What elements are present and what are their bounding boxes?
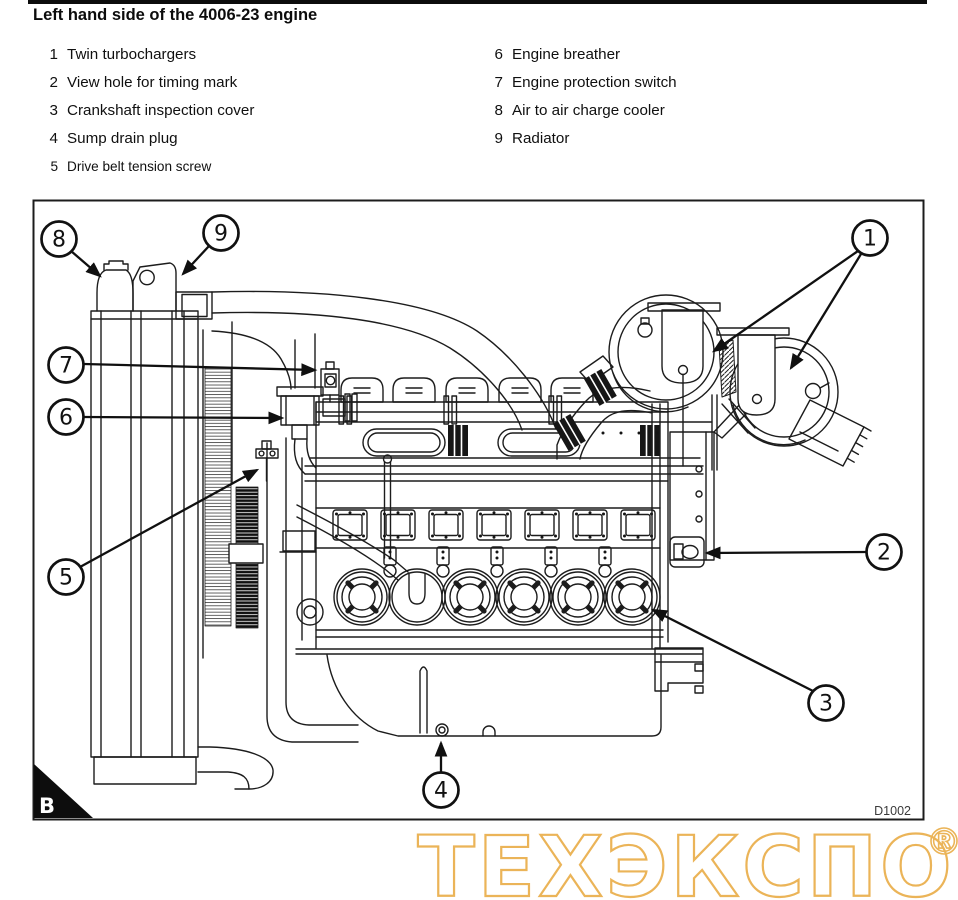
legend-item-number: 9	[494, 129, 503, 147]
drive-belt-lower	[235, 561, 259, 629]
legend-item-label: Drive belt tension screw	[67, 158, 212, 174]
svg-text:1: 1	[863, 227, 877, 252]
svg-text:9: 9	[214, 222, 228, 247]
drive-belt-upper	[235, 486, 259, 545]
callout-3: 3	[807, 684, 845, 722]
legend-item-6: 6 Engine breather	[487, 40, 677, 68]
legend-item-number: 7	[494, 73, 503, 91]
callout-7-arrow	[83, 362, 318, 377]
svg-text:5: 5	[59, 566, 73, 591]
legend-item-4: 4 Sump drain plug	[42, 124, 254, 152]
crank-pulley	[296, 598, 324, 626]
legend-item-label: Engine protection switch	[512, 73, 677, 91]
callout-1-arrow-a	[712, 250, 859, 353]
callout-9-arrow	[181, 245, 210, 276]
legend-item-label: Twin turbochargers	[67, 45, 197, 63]
left-turbo-inlet-stack	[661, 309, 704, 384]
callout-balloons: 1 2 3 4 5 6 7	[40, 214, 903, 809]
coolant-pipes	[197, 437, 359, 790]
legend-item-number: 2	[49, 73, 58, 91]
radiator-bracket	[132, 262, 177, 312]
timing-mark-view-hole	[669, 536, 705, 568]
radiator-header-tank	[96, 269, 134, 312]
callout-6: 6	[47, 398, 85, 436]
page-title: Left hand side of the 4006-23 engine	[33, 6, 318, 24]
legend-item-number: 4	[49, 129, 58, 147]
legend-item-label: Engine breather	[512, 45, 621, 63]
registered-mark-icon: ®	[926, 822, 958, 863]
legend-item-number: 6	[494, 45, 503, 63]
callout-3-arrow	[650, 608, 814, 693]
legend-item-label: Crankshaft inspection cover	[67, 101, 255, 119]
title-rule	[28, 0, 927, 4]
legend-item-2: 2 View hole for timing mark	[42, 68, 254, 96]
callout-6-arrow	[83, 411, 285, 425]
legend-item-number: 3	[49, 101, 58, 119]
svg-text:7: 7	[59, 354, 73, 379]
engine-protection-switch	[320, 361, 340, 403]
sump	[326, 654, 662, 737]
legend-item-label: View hole for timing mark	[67, 73, 238, 91]
radiator	[90, 260, 213, 785]
legend-item-number: 1	[49, 45, 58, 63]
legend-right-column: 6 Engine breather 7 Engine protection sw…	[487, 40, 677, 152]
svg-text:6: 6	[59, 406, 73, 431]
legend-item-1: 1 Twin turbochargers	[42, 40, 254, 68]
callout-8-arrow	[70, 250, 102, 278]
drain-u-pipe	[408, 573, 426, 605]
callout-5: 5	[47, 558, 85, 596]
legend-item-8: 8 Air to air charge cooler	[487, 96, 677, 124]
radiator-bottom-tank	[93, 756, 197, 785]
callout-4: 4	[422, 771, 460, 809]
charge-air-pipes	[211, 290, 557, 431]
callout-9: 9	[202, 214, 240, 252]
legend-item-3: 3 Crankshaft inspection cover	[42, 96, 255, 124]
callout-1: 1	[851, 219, 889, 257]
callout-2: 2	[865, 533, 903, 571]
dipstick	[382, 454, 393, 464]
legend-item-label: Radiator	[512, 129, 570, 147]
figure-code: D1002	[874, 804, 911, 818]
callout-1-arrow-b	[789, 253, 862, 371]
turbo-outlet-duct	[788, 399, 872, 467]
diagram-frame	[32, 199, 925, 821]
legend-item-7: 7 Engine protection switch	[487, 68, 677, 96]
corner-b-label: B	[39, 794, 55, 818]
twin-turbochargers	[552, 294, 872, 467]
legend-left-column: 1 Twin turbochargers 2 View hole for tim…	[42, 40, 255, 180]
legend-item-label: Sump drain plug	[67, 129, 178, 147]
svg-text:4: 4	[434, 779, 448, 804]
flywheel-housing	[651, 394, 751, 694]
sump-drain-plug	[435, 723, 449, 737]
watermark-text: ТЕХЭКСПО	[417, 818, 954, 900]
radiator-filler-cap	[103, 260, 129, 271]
watermark: ТЕХЭКСПО ®	[416, 817, 958, 900]
crankshaft-inspection-covers	[295, 546, 703, 655]
callout-7: 7	[47, 346, 85, 384]
legend-item-number: 5	[50, 158, 58, 174]
legend-item-number: 8	[494, 101, 503, 119]
legend-item-9: 9 Radiator	[487, 124, 677, 152]
right-turbo-inlet-stack	[737, 334, 776, 416]
engine-breather	[276, 386, 358, 475]
callout-8: 8	[40, 220, 78, 258]
callout-2-arrow	[704, 546, 867, 560]
svg-text:8: 8	[52, 228, 66, 253]
callout-5-arrow	[79, 468, 260, 569]
corner-tab: B	[34, 764, 93, 818]
svg-text:2: 2	[877, 541, 891, 566]
legend-item-5: 5 Drive belt tension screw	[42, 152, 254, 180]
callout-arrows	[70, 245, 867, 772]
svg-text:3: 3	[819, 692, 833, 717]
legend-item-label: Air to air charge cooler	[512, 101, 665, 119]
